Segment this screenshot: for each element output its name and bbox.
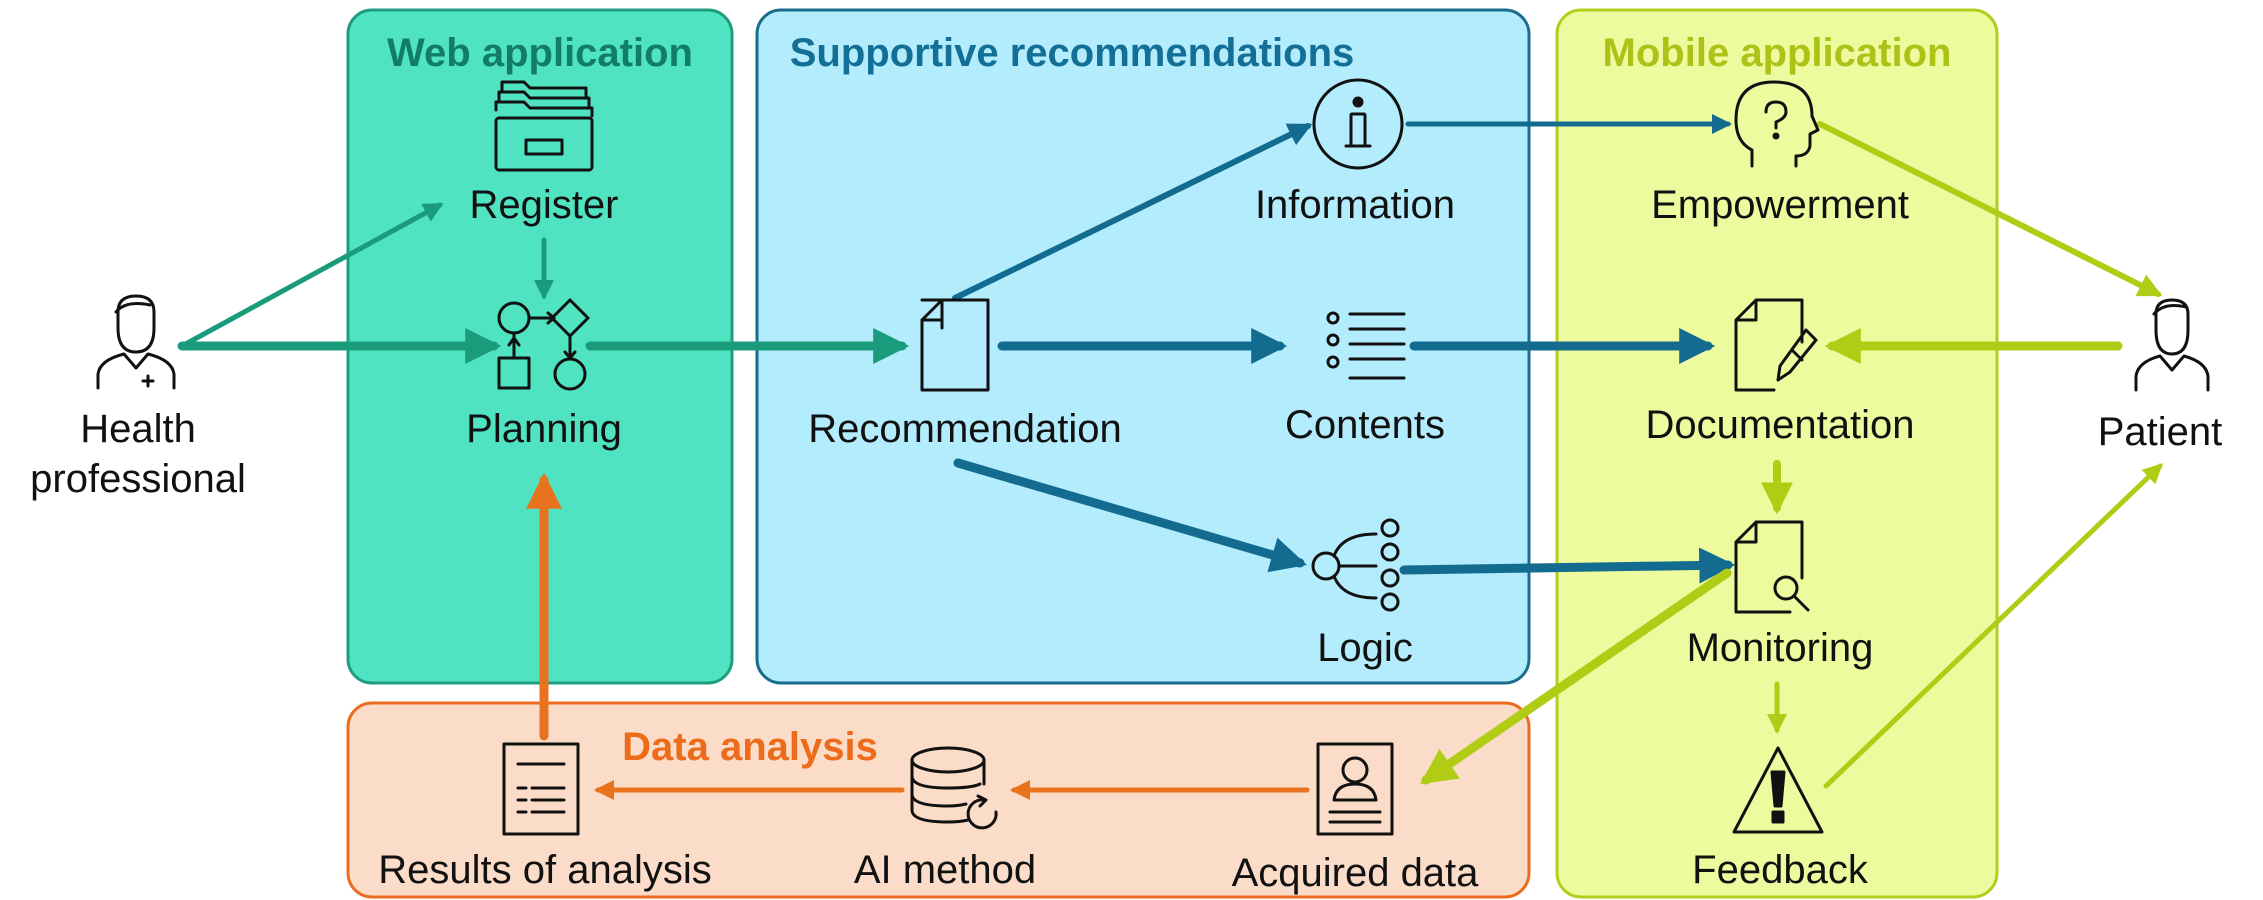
monitoring-label: Monitoring: [1686, 626, 1874, 670]
contents-label: Contents: [1284, 403, 1446, 447]
profile-card-icon: [1316, 742, 1394, 836]
arrow-empowerment-to-patient: [1817, 121, 2163, 297]
empowerment-label: Empowerment: [1651, 183, 1909, 227]
person-icon: [2134, 298, 2210, 392]
patient-label: Patient: [2097, 410, 2223, 454]
document-search-icon: [1734, 520, 1810, 614]
data-analysis-panel: [346, 701, 1531, 899]
logic-label: Logic: [1317, 626, 1413, 670]
list-icon: [1326, 311, 1406, 380]
acquired-data-label: Acquired data: [1231, 851, 1479, 895]
mobile-application-panel: [1555, 8, 1999, 899]
orange-arrows: [526, 472, 1310, 800]
warning-icon: [1732, 746, 1824, 834]
database-refresh-icon: [910, 746, 998, 830]
flowchart-icon: [497, 298, 590, 391]
lime-arrows: [1420, 121, 2163, 789]
mobile-application-title: Mobile application: [1602, 31, 1952, 75]
health-professional-label-line1: Health: [80, 407, 196, 451]
info-icon: [1312, 78, 1404, 170]
supportive-recommendations-title: Supportive recommendations: [789, 31, 1355, 75]
logic-tree-icon: [1311, 518, 1400, 612]
documentation-label: Documentation: [1645, 403, 1915, 447]
filing-cabinet-icon: [494, 80, 594, 172]
blue-arrows: [952, 114, 1736, 584]
arrow-monitoring-to-acquired-data: [1420, 568, 1732, 785]
information-label: Information: [1254, 183, 1456, 227]
document-edit-icon: [1734, 298, 1818, 392]
register-label: Register: [469, 183, 619, 227]
data-analysis-title: Data analysis: [622, 725, 878, 769]
arrow-logic-to-monitoring: [1399, 547, 1736, 584]
report-icon: [502, 742, 580, 836]
document-icon: [920, 298, 990, 392]
ai-method-label: AI method: [853, 848, 1037, 892]
health-professional-label-line2: professional: [30, 457, 246, 501]
feedback-label: Feedback: [1692, 848, 1868, 892]
recommendation-label: Recommendation: [808, 407, 1122, 451]
head-question-icon: [1734, 80, 1820, 168]
teal-arrows: [177, 202, 910, 364]
arrow-recommendation-to-logic: [953, 458, 1307, 573]
planning-label: Planning: [466, 407, 622, 451]
arrow-recommendation-to-information: [952, 123, 1313, 301]
web-application-title: Web application: [387, 31, 693, 75]
person-medical-icon: [96, 294, 176, 390]
arrow-hp-to-register: [179, 202, 444, 349]
results-of-analysis-label: Results of analysis: [378, 848, 712, 892]
arrow-feedback-to-patient: [1823, 463, 2163, 789]
